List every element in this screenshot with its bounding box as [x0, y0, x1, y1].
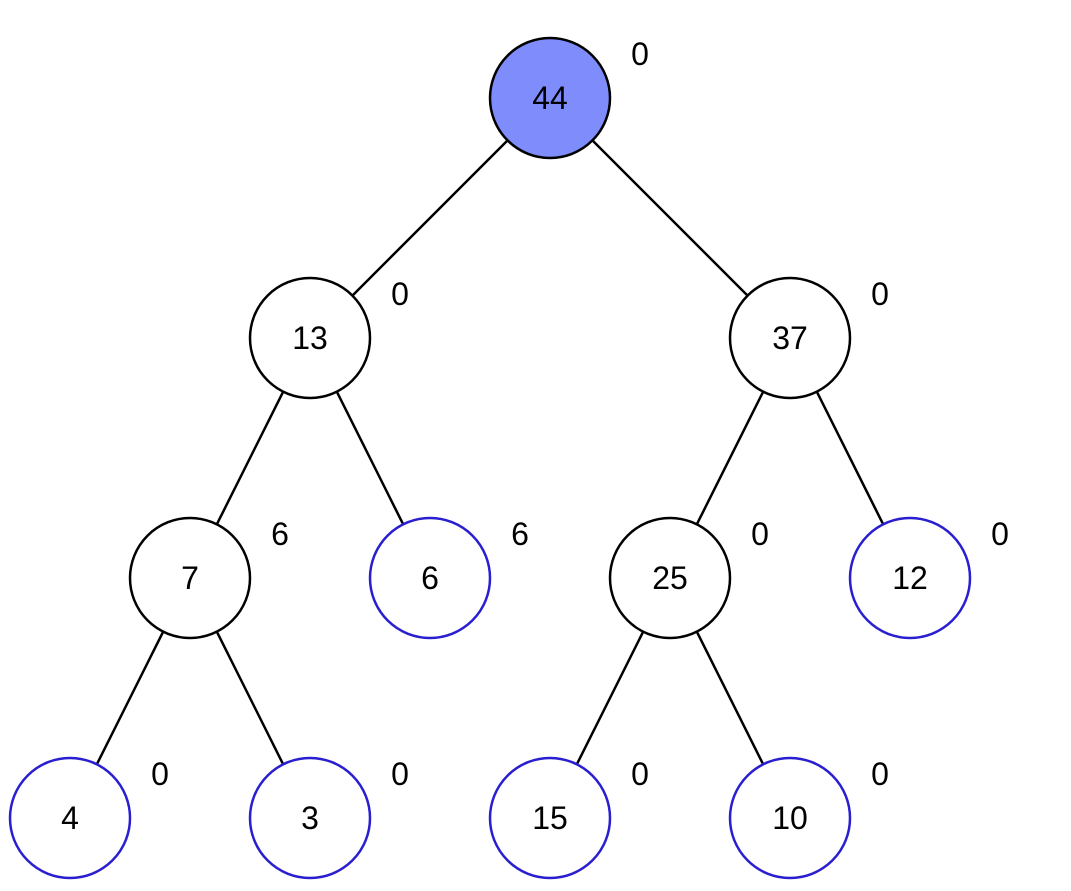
node-value-label: 25 — [652, 560, 688, 596]
node-value-label: 13 — [292, 320, 328, 356]
node-value-label: 44 — [532, 80, 568, 116]
node-side-label: 0 — [871, 756, 889, 792]
edge-n37-n25 — [695, 391, 765, 525]
tree-node-25: 25 0 — [608, 516, 769, 640]
node-circle — [488, 36, 612, 160]
node-circle — [848, 516, 972, 640]
node-value-label: 4 — [61, 800, 79, 836]
node-value-label: 15 — [532, 800, 568, 836]
node-circle — [728, 756, 852, 880]
node-value-label: 7 — [181, 560, 199, 596]
edge-n13-n6 — [335, 391, 405, 525]
node-side-label: 0 — [631, 756, 649, 792]
edge-n7-n3 — [215, 631, 285, 765]
tree-edges — [95, 139, 885, 765]
node-side-label: 0 — [151, 756, 169, 792]
tree-node-3: 30 — [248, 756, 409, 880]
node-value-label: 10 — [772, 800, 808, 836]
node-side-label: 0 — [631, 36, 649, 72]
node-value-label: 3 — [301, 800, 319, 836]
node-value-label: 37 — [772, 320, 808, 356]
node-circle — [368, 516, 492, 640]
node-circle — [128, 516, 252, 640]
node-circle — [728, 276, 852, 400]
edge-n44-n37 — [591, 139, 749, 297]
edge-n7-n4 — [95, 631, 165, 765]
tree-node-37: 37 0 — [728, 276, 889, 400]
node-side-label: 0 — [871, 276, 889, 312]
tree-node-7: 76 — [128, 516, 289, 640]
node-side-label: 6 — [511, 516, 529, 552]
tree-node-15: 15 0 — [488, 756, 649, 880]
node-side-label: 0 — [991, 516, 1009, 552]
node-circle — [488, 756, 612, 880]
tree-node-44: 44 0 — [488, 36, 649, 160]
edge-n25-n10 — [695, 631, 765, 765]
tree-node-12: 12 0 — [848, 516, 1009, 640]
node-side-label: 0 — [391, 756, 409, 792]
node-circle — [608, 516, 732, 640]
node-circle — [248, 276, 372, 400]
node-value-label: 12 — [892, 560, 928, 596]
tree-node-4: 40 — [8, 756, 169, 880]
node-circle — [8, 756, 132, 880]
edge-n25-n15 — [575, 631, 645, 765]
node-side-label: 0 — [391, 276, 409, 312]
tree-node-13: 13 0 — [248, 276, 409, 400]
node-circle — [248, 756, 372, 880]
node-side-label: 0 — [751, 516, 769, 552]
tree-node-10: 10 0 — [728, 756, 889, 880]
edge-n13-n7 — [215, 391, 285, 525]
edge-n44-n13 — [351, 139, 509, 297]
edge-n37-n12 — [815, 391, 885, 525]
node-value-label: 6 — [421, 560, 439, 596]
node-side-label: 6 — [271, 516, 289, 552]
tree-node-6: 66 — [368, 516, 529, 640]
